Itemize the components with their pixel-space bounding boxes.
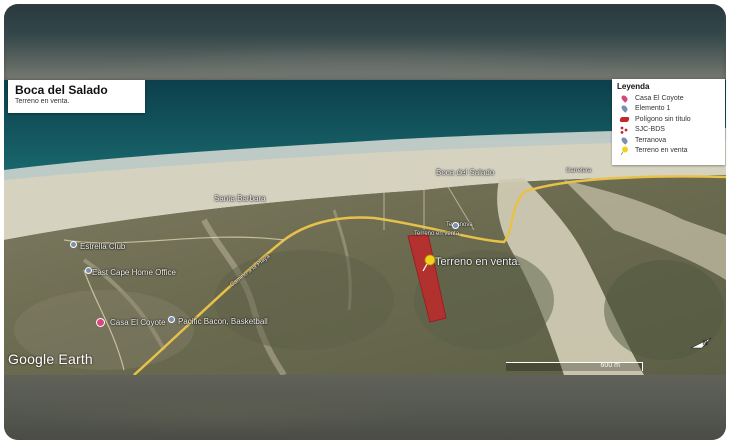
terranova-pin-icon[interactable]: [452, 222, 459, 229]
scale-bar: 600 m: [506, 362, 643, 371]
label-terreno-en-venta: Terreno en venta.: [435, 256, 521, 268]
label-santa-barbara: Santa Barbara: [214, 194, 266, 203]
casa-el-coyote-pin-icon[interactable]: [96, 318, 105, 327]
image-frame: [4, 4, 726, 440]
pink-pin-icon: [619, 94, 629, 103]
legend-item[interactable]: Casa El Coyote: [617, 93, 720, 104]
map-subtitle: Terreno en venta.: [15, 98, 70, 105]
satellite-map[interactable]: [4, 80, 726, 375]
gray-pin-icon: [619, 104, 629, 113]
compass-icon[interactable]: N: [690, 336, 712, 353]
label-bbq: Pacific Bacon, Basketball: [178, 317, 268, 326]
legend-item[interactable]: SJC-BDS: [617, 125, 720, 136]
legend-item[interactable]: Terreno en venta: [617, 146, 720, 157]
label-terreno-small: Terreno en venta: [414, 231, 460, 237]
parcel-polygon[interactable]: [404, 232, 452, 324]
red-polygon-icon: [618, 116, 630, 122]
legend-item-label: Casa El Coyote: [635, 94, 684, 102]
svg-text:N: N: [703, 341, 707, 347]
legend-item[interactable]: Polígono sin título: [617, 114, 720, 125]
gray-pin-icon: [619, 136, 629, 145]
label-boca-del-salado: Boca del Salado: [436, 168, 495, 177]
legend-item[interactable]: Terranova: [617, 135, 720, 146]
map-title: Boca del Salado: [15, 83, 108, 97]
label-casa-el-coyote: Casa El Coyote: [110, 318, 166, 327]
label-carretera: Carretera: [566, 168, 592, 174]
map-title-box: Boca del Salado Terreno en venta.: [8, 80, 145, 113]
east-cape-pin-icon[interactable]: [85, 267, 92, 274]
legend-item-label: Terranova: [635, 136, 667, 144]
legend-item-label: SJC-BDS: [635, 126, 665, 134]
legend-item-label: Elemento 1: [635, 105, 671, 113]
legend-item-label: Polígono sin título: [635, 115, 691, 123]
blurred-backdrop-bottom: [4, 375, 726, 440]
label-terranova: Terranova: [446, 222, 473, 228]
yellow-pushpin-icon: [617, 146, 631, 156]
yellow-pushpin-icon[interactable]: [421, 254, 437, 272]
map-terrain: [4, 80, 726, 375]
google-earth-logo: Google Earth: [8, 351, 93, 367]
red-dots-icon: [617, 125, 631, 134]
scale-label: 600 m: [600, 362, 620, 369]
label-estrella-club: Estrella Club: [80, 242, 126, 251]
legend-title: Leyenda: [617, 82, 650, 91]
bbq-pin-icon[interactable]: [168, 316, 175, 323]
estrella-pin-icon[interactable]: [70, 241, 77, 248]
legend-item-label: Terreno en venta: [635, 147, 688, 155]
legend-item[interactable]: Elemento 1: [617, 104, 720, 115]
blurred-backdrop-top: [4, 4, 726, 80]
label-east-cape-home-office: East Cape Home Office: [92, 268, 176, 277]
map-legend: Leyenda Casa El Coyote Elemento 1 Polígo…: [612, 79, 725, 165]
polygon-sin-titulo[interactable]: [407, 233, 447, 323]
